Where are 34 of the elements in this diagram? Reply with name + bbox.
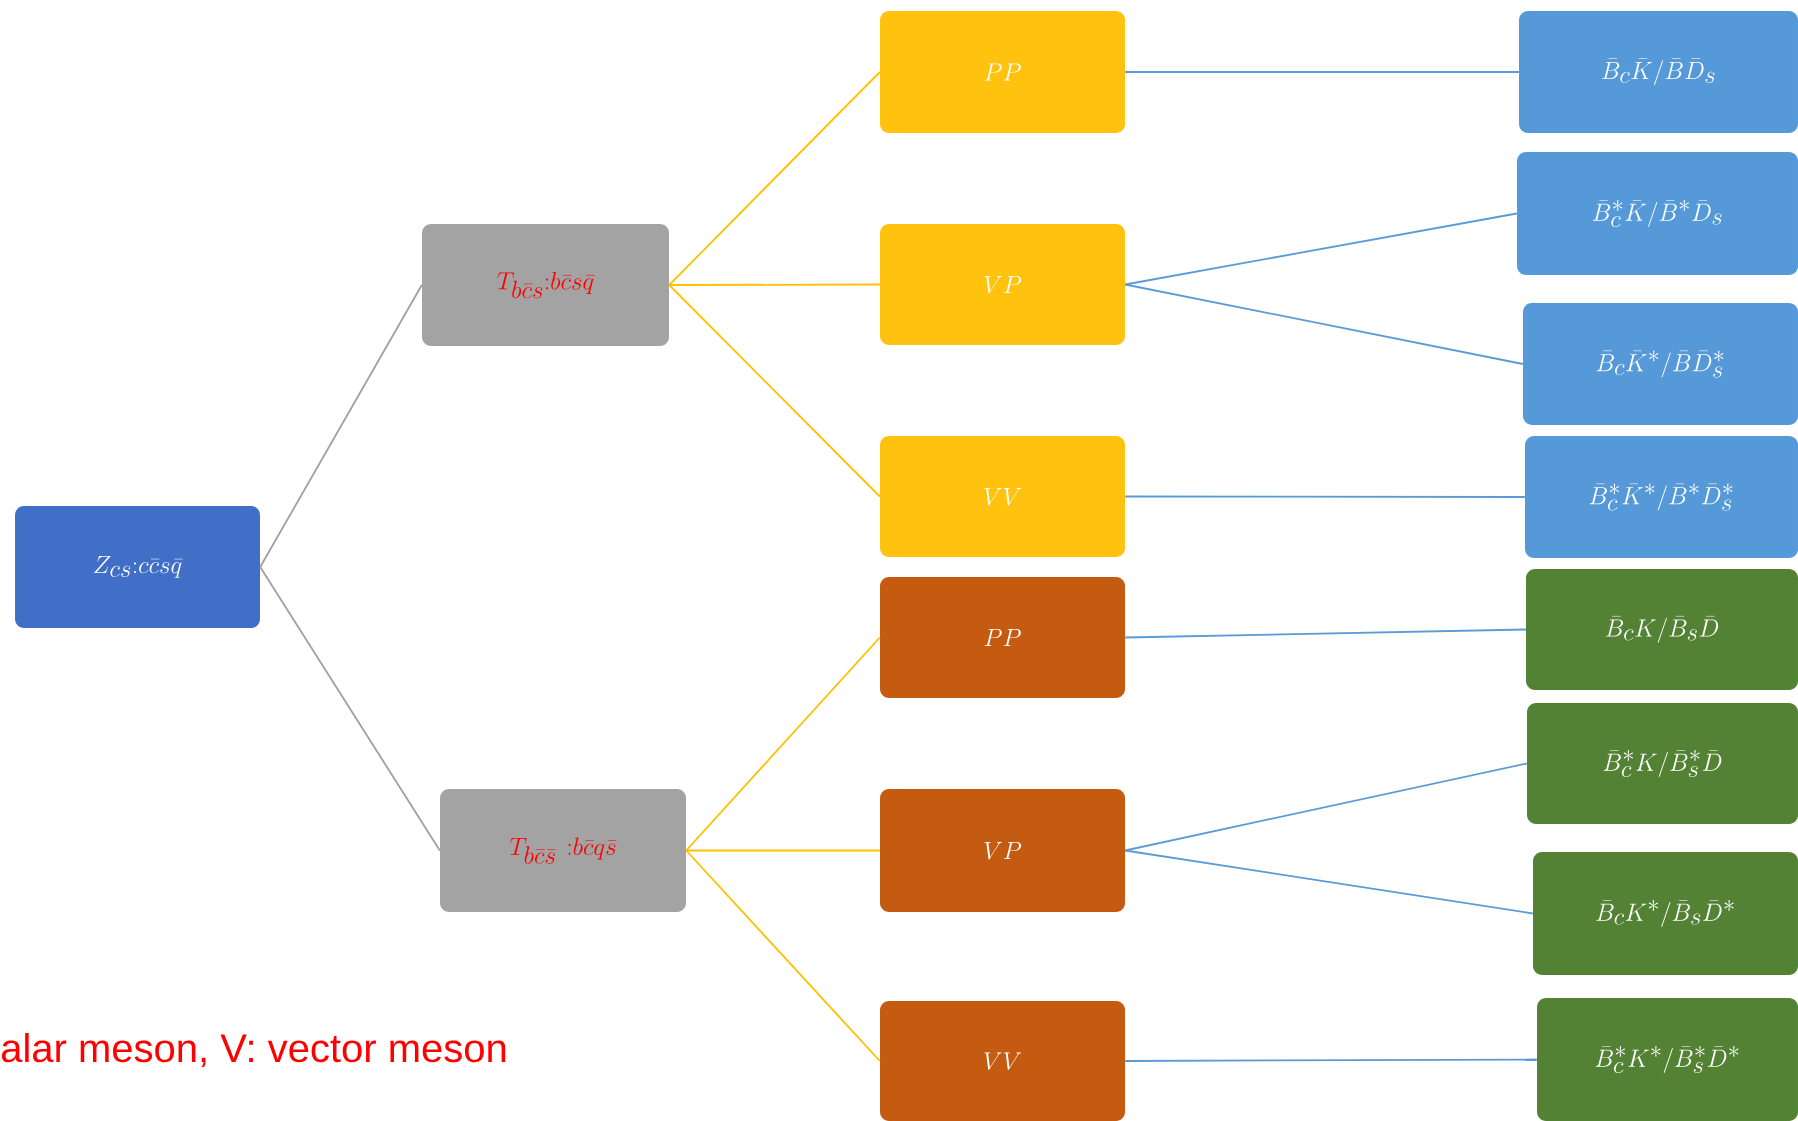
connector-line <box>668 284 881 498</box>
channel-box: $VP$ <box>880 789 1125 912</box>
final-state-box: $\bar{B}_c\bar{K}/\bar{B}\bar{D}_s$ <box>1519 11 1798 133</box>
final-state-box: $\bar{B}_c\bar{K}^*/\bar{B}\bar{D}_s^*$ <box>1523 303 1798 425</box>
connector-line <box>1124 283 1524 365</box>
connector-line <box>685 636 881 852</box>
connector-line <box>685 849 881 1062</box>
connector-line <box>1124 849 1534 915</box>
connector-line <box>668 283 881 286</box>
channel-box: $PP$ <box>880 11 1125 133</box>
connector-line <box>1124 71 1520 73</box>
connector-line <box>1124 495 1526 498</box>
final-state-box: $\bar{B}_cK^*/\bar{B}_s\bar{D}^*$ <box>1533 852 1798 975</box>
connector-line <box>1124 628 1527 639</box>
connector-line <box>668 71 881 286</box>
channel-box: $VV$ <box>880 436 1125 557</box>
final-state-box: $\bar{B}_cK/\bar{B}_s\bar{D}$ <box>1526 569 1798 690</box>
tetraquark-box: $Z_{cs}{:}c\bar{c}s\bar{q}$ <box>15 506 260 628</box>
tetraquark-box: $T_{b\bar{c}s}{:}b\bar{c}s\bar{q}$ <box>422 224 669 346</box>
tetraquark-box: $T_{b\bar{c}\bar{s}}\ {:}b\bar{c}q\bar{s}$ <box>440 789 686 912</box>
final-state-box: $\bar{B}_c^*K^*/\bar{B}_s^*\bar{D}^*$ <box>1537 998 1798 1121</box>
channel-box: $PP$ <box>880 577 1125 698</box>
connector-line <box>1124 762 1528 852</box>
connector-line <box>685 849 881 852</box>
connector-line <box>1124 212 1518 286</box>
final-state-box: $\bar{B}_c^*\bar{K}^*/\bar{B}^*\bar{D}_s^*$ <box>1525 436 1798 558</box>
connector-line <box>259 284 423 568</box>
channel-box: $VP$ <box>880 224 1125 345</box>
channel-box: $VV$ <box>880 1001 1125 1121</box>
connector-line <box>259 566 441 852</box>
connector-line <box>1124 1058 1538 1062</box>
final-state-box: $\bar{B}_c^*\bar{K}/\bar{B}^*\bar{D}_s$ <box>1517 152 1798 275</box>
final-state-box: $\bar{B}_c^*K/\bar{B}_s^*\bar{D}$ <box>1527 703 1798 824</box>
note-text: alar meson, V: vector meson <box>1 1032 506 1068</box>
